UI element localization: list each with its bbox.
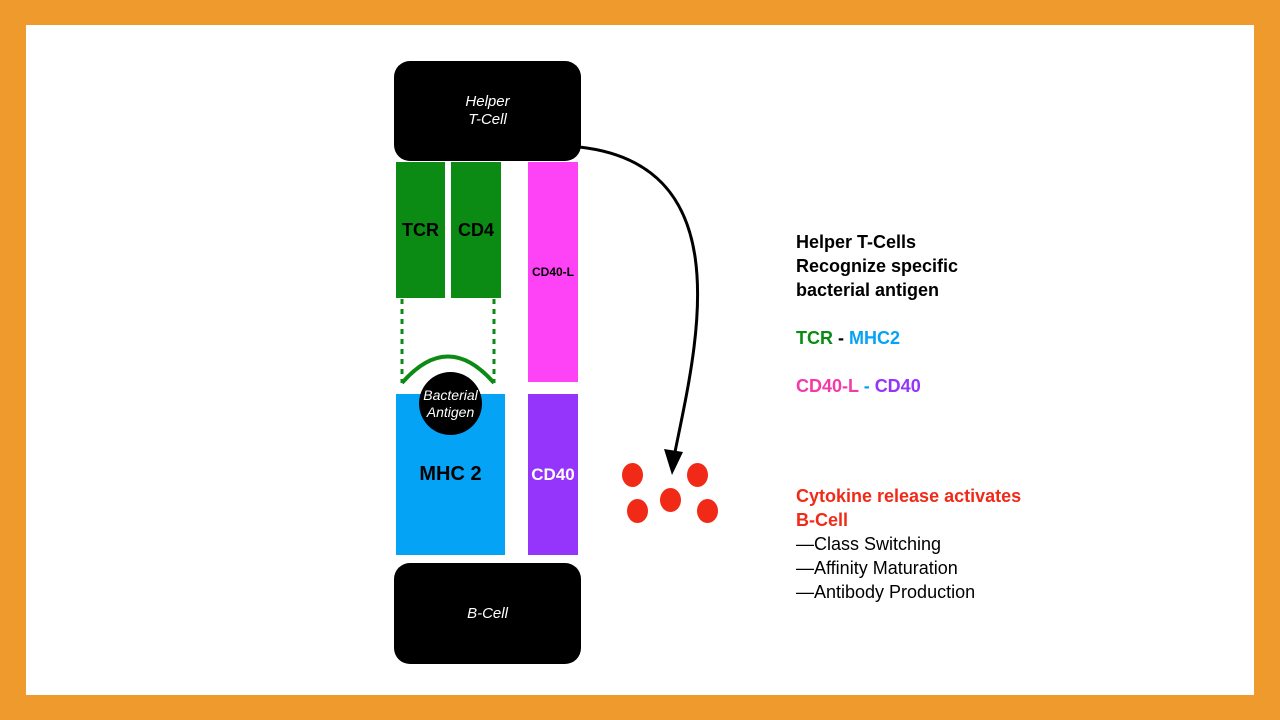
arrow-head-icon <box>664 449 683 475</box>
b-cell-label: B-Cell <box>467 604 508 622</box>
cytokine-line1: Cytokine release activates <box>796 486 1022 506</box>
b-cell: B-Cell <box>394 563 581 664</box>
cd4-label: CD4 <box>457 219 494 240</box>
notes-heading-line3: bacterial antigen <box>796 280 940 300</box>
antigen-label-line1: Bacterial <box>423 386 478 403</box>
binding-arc <box>400 354 496 385</box>
effect-item: —Class Switching <box>796 534 942 554</box>
helper-cell-label-line1: Helper <box>465 93 510 110</box>
pair1-separator: - <box>833 328 849 348</box>
cytokine-dot <box>687 463 708 487</box>
diagram-canvas: Helper T-Cell TCR CD4 CD40-L MHC 2 CD40 … <box>26 25 1254 695</box>
notes-heading-line2: Recognize specific <box>796 256 959 276</box>
cd4-receptor: CD4 <box>451 162 501 298</box>
tcr-label: TCR <box>402 219 439 240</box>
tcr-receptor: TCR <box>396 162 445 298</box>
cytokine-line2: B-Cell <box>796 510 849 530</box>
pair2-separator: - <box>858 376 875 396</box>
cytokine-dot <box>627 499 648 523</box>
effect-item: —Antibody Production <box>796 582 976 602</box>
cd40l-label: CD40-L <box>531 265 574 279</box>
effect-item: —Affinity Maturation <box>796 558 958 578</box>
pair1-right: MHC2 <box>849 328 901 348</box>
cytokine-arrow <box>578 145 700 458</box>
cd40l-ligand: CD40-L <box>528 162 578 382</box>
antigen-label-line2: Antigen <box>426 403 475 420</box>
cd40-receptor: CD40 <box>528 394 578 555</box>
pair2-right: CD40 <box>874 376 921 396</box>
cd40-label: CD40 <box>531 464 575 484</box>
pair-tcr-mhc2: TCR - MHC2 <box>796 326 1096 350</box>
cytokine-notes: Cytokine release activates B-Cell —Class… <box>796 484 1116 604</box>
bacterial-antigen: Bacterial Antigen <box>419 372 482 435</box>
pair2-left: CD40-L <box>796 376 859 396</box>
notes-heading: Helper T-Cells Recognize specific bacter… <box>796 230 1096 302</box>
connector-layer <box>400 145 700 475</box>
pair-cd40l-cd40: CD40-L - CD40 <box>796 374 1096 398</box>
notes-heading-line1: Helper T-Cells <box>796 232 917 252</box>
helper-t-cell: Helper T-Cell <box>394 61 581 161</box>
helper-cell-label-line2: T-Cell <box>468 111 507 128</box>
mhc2-label: MHC 2 <box>419 463 482 485</box>
cytokine-dot <box>622 463 643 487</box>
cytokine-dot <box>660 488 681 512</box>
cytokine-dot <box>697 499 718 523</box>
pair1-left: TCR <box>796 328 833 348</box>
